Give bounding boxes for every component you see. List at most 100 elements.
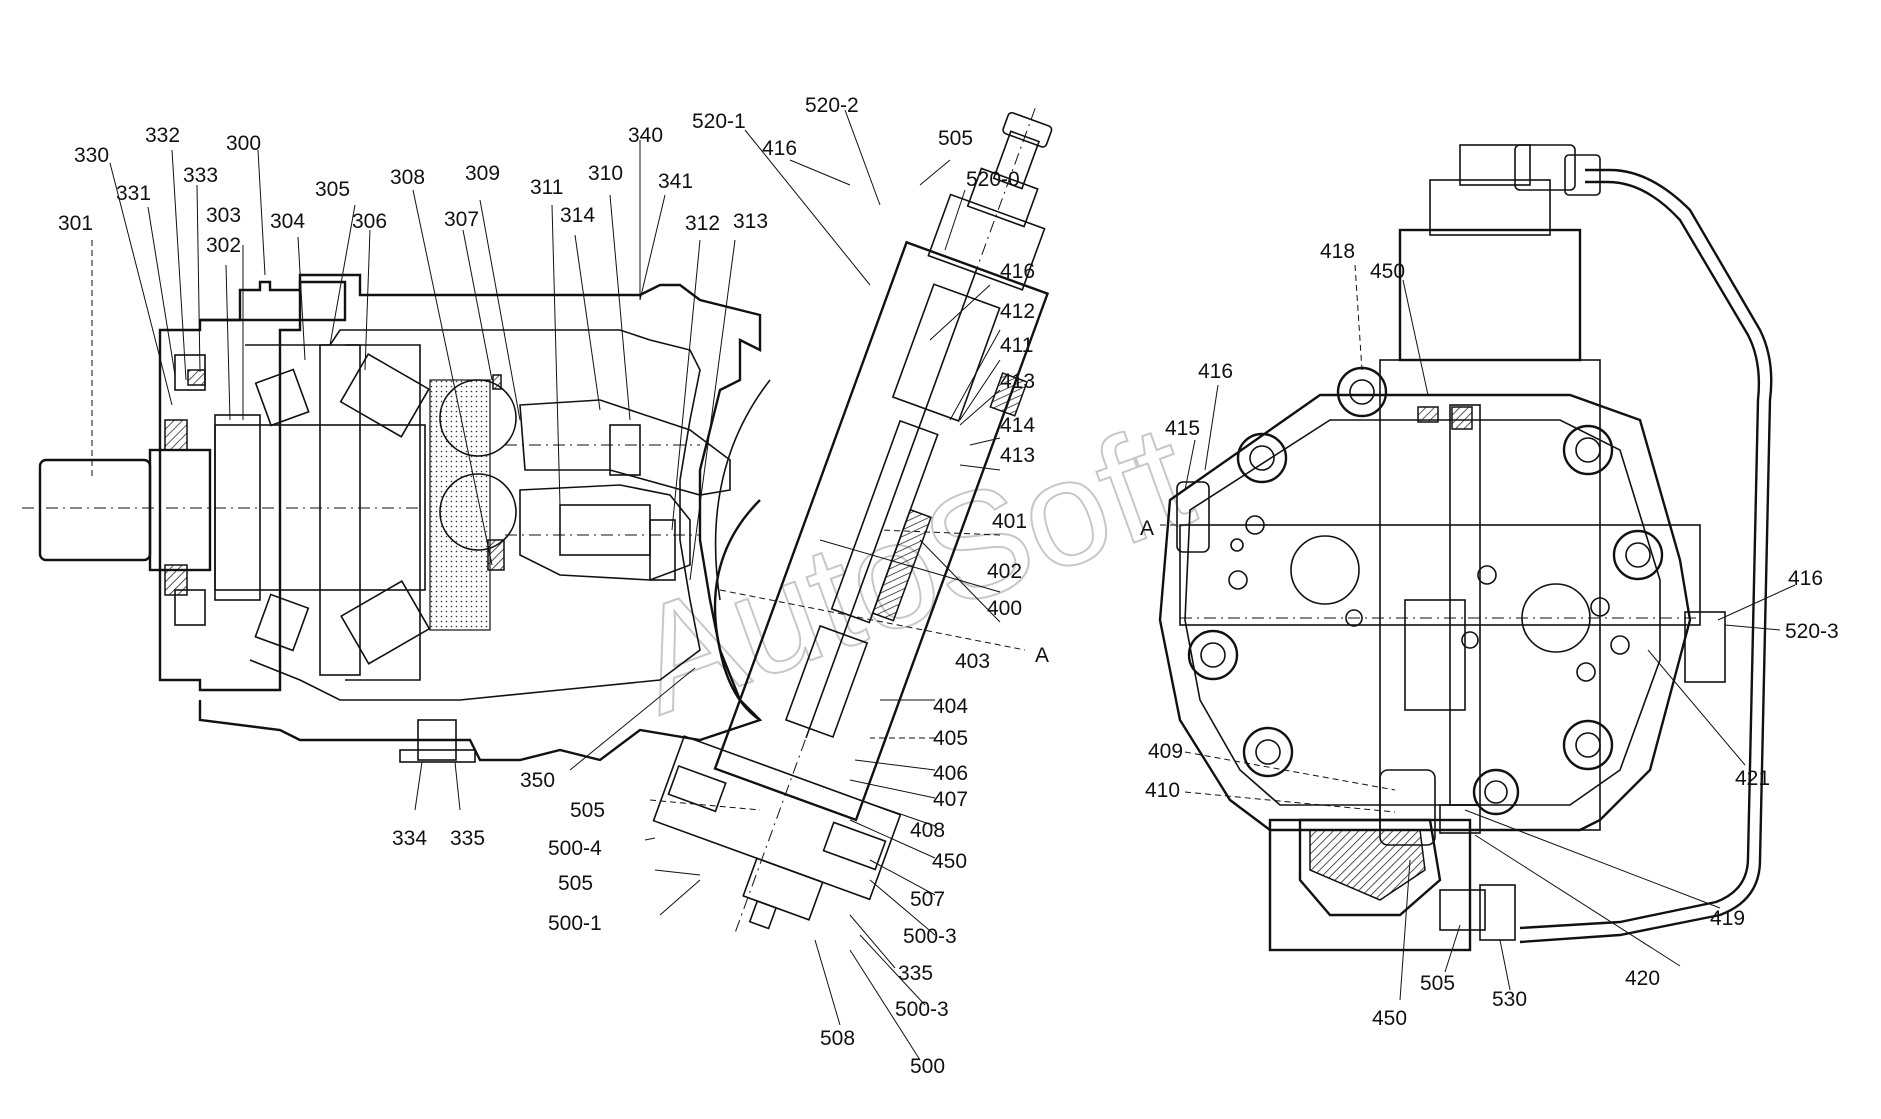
callout-505-b: 505 — [558, 872, 593, 895]
bolt-left-upper — [1236, 432, 1288, 484]
callout-412: 412 — [1000, 300, 1035, 323]
shoe-upper — [254, 368, 310, 427]
callout-505-a: 505 — [938, 127, 973, 150]
callout-520-3: 520-3 — [1785, 620, 1839, 643]
callout-335-b: 335 — [450, 827, 485, 850]
valve-body-horizontal — [1179, 524, 1701, 626]
piston-upper — [339, 353, 430, 438]
cylinder-block-flange — [214, 414, 261, 601]
callout-530: 530 — [1492, 988, 1527, 1011]
pilot-plug-right — [822, 821, 887, 871]
callout-310: 310 — [588, 162, 623, 185]
drive-shaft — [38, 458, 152, 562]
oil-seal-upper — [164, 419, 188, 451]
callout-411: 411 — [1000, 334, 1033, 357]
large-port-right — [1521, 583, 1591, 653]
upright-body — [1379, 359, 1601, 831]
port-4 — [1477, 565, 1497, 585]
callout-450-b: 450 — [1370, 260, 1405, 283]
upright-upper-nut — [1429, 179, 1551, 236]
callout-305: 305 — [315, 178, 350, 201]
callout-419: 419 — [1710, 907, 1745, 930]
servo-piston-top — [609, 424, 641, 476]
fitting-505 — [1439, 889, 1486, 931]
callout-307: 307 — [444, 208, 479, 231]
drain-plug — [417, 719, 457, 761]
ball-joint-upper — [439, 379, 517, 457]
upright-top-nut — [1459, 144, 1531, 186]
callout-415: 415 — [1165, 417, 1200, 440]
callout-500-3-b: 500-3 — [895, 998, 949, 1021]
regulator-centerline — [733, 108, 1036, 936]
large-port-left — [1290, 535, 1360, 605]
plug-414 — [989, 372, 1029, 417]
leader-lines — [91, 109, 1796, 1061]
spool-end-plug — [1451, 406, 1473, 430]
port-3 — [1230, 538, 1244, 552]
callout-450-a: 450 — [932, 850, 967, 873]
lower-cap-hatched — [1309, 829, 1426, 901]
port-6 — [1576, 662, 1596, 682]
callout-302: 302 — [206, 234, 241, 257]
section-marker-a-left: A — [1035, 644, 1049, 667]
callout-311: 311 — [530, 176, 563, 199]
flange-plate — [1158, 393, 1692, 832]
callout-520-1: 520-1 — [692, 110, 746, 133]
lower-servo — [519, 484, 691, 581]
snap-ring — [187, 369, 206, 386]
bolt-lower-center — [1472, 768, 1520, 816]
flange-inner — [1184, 419, 1661, 806]
bearing-lower — [174, 589, 206, 626]
ball-joint-lower — [439, 473, 517, 551]
bolt-right-mid — [1612, 529, 1664, 581]
callout-500-4: 500-4 — [548, 837, 602, 860]
callout-505-d: 505 — [1420, 972, 1455, 995]
bolt-bottom-right — [1562, 719, 1614, 771]
callout-520-2: 520-2 — [805, 94, 859, 117]
front-cover — [158, 280, 347, 692]
callout-335-a: 335 — [898, 962, 933, 985]
callout-400: 400 — [987, 597, 1022, 620]
pipe-nut — [1564, 154, 1601, 196]
callout-450-c: 450 — [1372, 1007, 1407, 1030]
callout-407: 407 — [933, 788, 968, 811]
callout-301: 301 — [58, 212, 93, 235]
callout-416-b: 416 — [1000, 260, 1035, 283]
pump-cross-section — [22, 273, 771, 763]
callout-416-c: 416 — [1198, 360, 1233, 383]
port-7 — [1610, 635, 1630, 655]
callout-507: 507 — [910, 888, 945, 911]
casing-inner — [245, 329, 701, 701]
callout-402: 402 — [987, 560, 1022, 583]
callout-331: 331 — [116, 182, 151, 205]
callout-520-0: 520-0 — [966, 168, 1020, 191]
spool-sleeve — [871, 508, 932, 622]
callout-313: 313 — [733, 210, 768, 233]
callout-350: 350 — [520, 769, 555, 792]
section-line-a — [719, 589, 1026, 651]
servo-piston-lower — [559, 504, 651, 556]
pipe-elbow-fitting — [1514, 144, 1576, 191]
valve-plate — [429, 379, 491, 631]
housing-arc-inner — [714, 379, 771, 601]
callout-314: 314 — [560, 204, 595, 227]
callout-309: 309 — [465, 162, 500, 185]
callout-418: 418 — [1320, 240, 1355, 263]
callout-414: 414 — [1000, 414, 1035, 437]
callout-333: 333 — [183, 164, 218, 187]
plug-416-right — [1684, 611, 1726, 683]
callout-421: 421 — [1735, 767, 1770, 790]
callout-416-d: 416 — [1788, 567, 1823, 590]
pilot-lower — [742, 857, 824, 921]
callout-332: 332 — [145, 124, 180, 147]
plug-hatched-450 — [1417, 406, 1439, 423]
callout-413-b: 413 — [1000, 444, 1035, 467]
fitting-530 — [1479, 884, 1516, 941]
pilot-pipe-outer — [1519, 168, 1773, 944]
regulator-upright — [1398, 228, 1582, 362]
callout-330: 330 — [74, 144, 109, 167]
pin-309 — [492, 374, 502, 390]
callout-306: 306 — [352, 210, 387, 233]
callout-312: 312 — [685, 212, 720, 235]
